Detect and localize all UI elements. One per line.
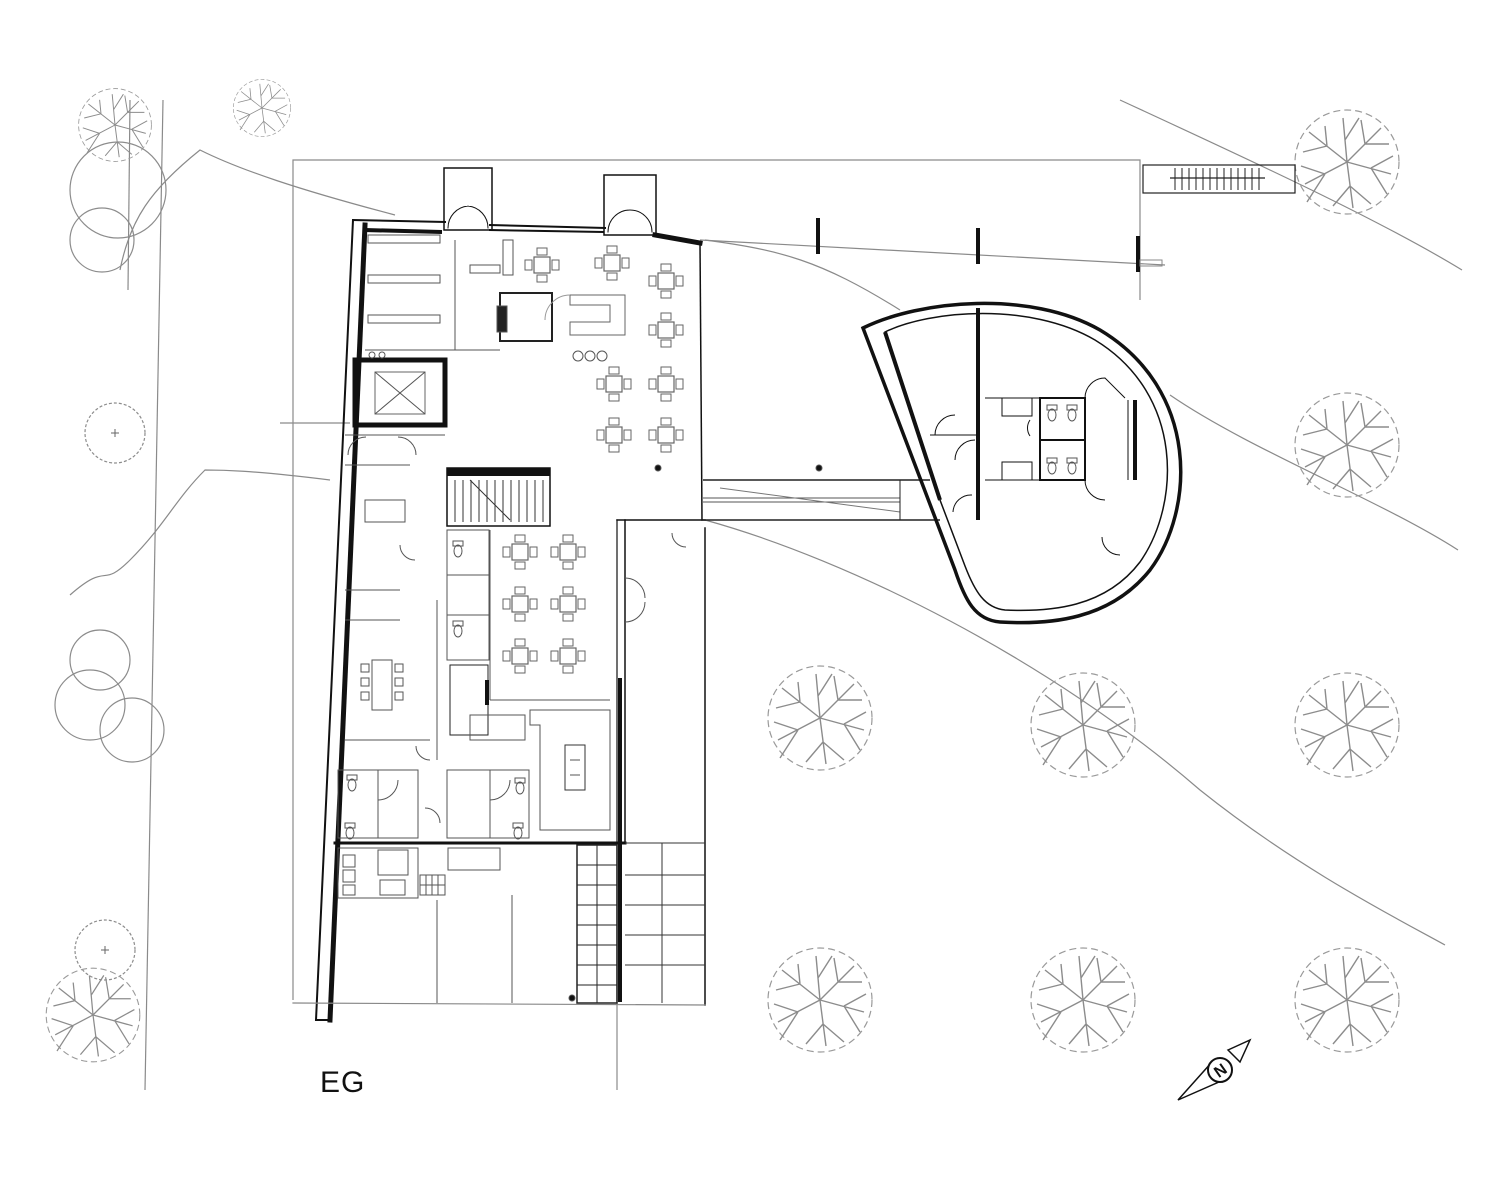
tree-icon bbox=[1294, 392, 1400, 498]
tree-icon bbox=[45, 967, 141, 1063]
tree-icon bbox=[767, 947, 873, 1053]
site-lines bbox=[69, 99, 1463, 1091]
building-walls bbox=[292, 167, 1163, 1023]
cafe-tables bbox=[502, 245, 684, 674]
outdoor-stair bbox=[1142, 164, 1296, 194]
tree-icon bbox=[1294, 672, 1400, 778]
tree-icon bbox=[69, 141, 167, 239]
pavilion bbox=[860, 301, 1183, 625]
tree-icon bbox=[69, 207, 135, 273]
tree-icon bbox=[1030, 947, 1136, 1053]
floor-label: EG bbox=[320, 1066, 366, 1099]
tree-icon bbox=[1294, 109, 1400, 215]
tree-icon bbox=[99, 697, 165, 763]
north-arrow-icon: N bbox=[1177, 1038, 1252, 1101]
tree-icon bbox=[69, 629, 131, 691]
tree-icon bbox=[78, 88, 152, 162]
site-trees bbox=[45, 79, 1400, 1063]
tree-icon bbox=[767, 665, 873, 771]
tree-icon bbox=[233, 79, 291, 137]
tree-icon bbox=[54, 669, 126, 741]
tree-icon bbox=[1030, 672, 1136, 778]
interior bbox=[337, 234, 823, 1004]
tree-icon bbox=[1294, 947, 1400, 1053]
tree-icon bbox=[84, 402, 146, 464]
tree-icon bbox=[74, 919, 136, 981]
passage-bridge bbox=[703, 479, 940, 521]
